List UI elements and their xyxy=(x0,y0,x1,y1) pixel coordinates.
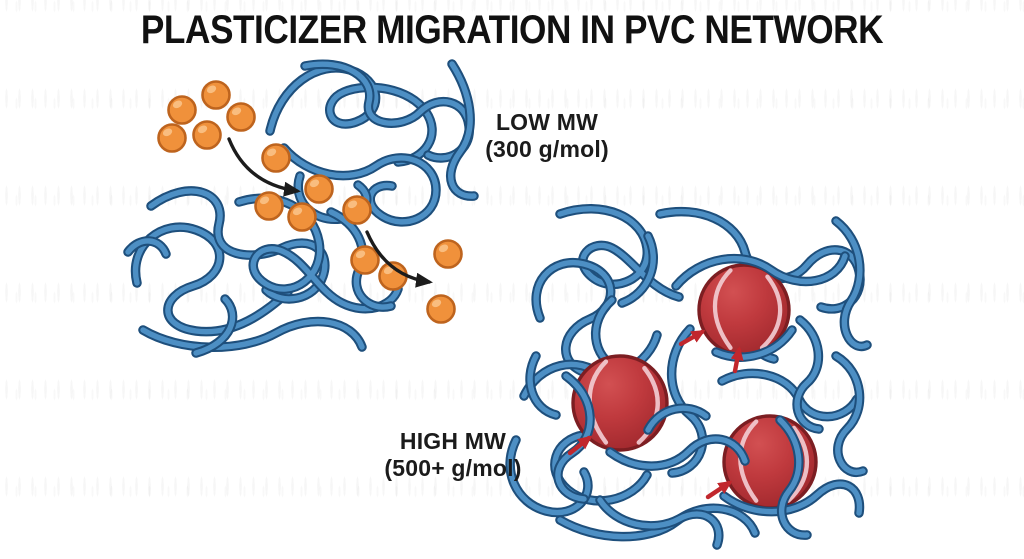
low-mw-network-chains xyxy=(123,59,479,358)
high-mw-label-line2: (500+ g/mol) xyxy=(384,455,522,481)
high-mw-label: HIGH MW (500+ g/mol) xyxy=(358,428,548,482)
page-title: PLASTICIZER MIGRATION IN PVC NETWORK xyxy=(140,8,884,52)
high-mw-network-chains-over xyxy=(525,231,865,550)
low-mw-label: LOW MW (300 g/mol) xyxy=(452,109,642,163)
high-mw-label-line1: HIGH MW xyxy=(399,428,507,454)
low-mw-plasticizer-molecules xyxy=(157,80,463,324)
trapped-arrows xyxy=(567,329,744,500)
low-mw-label-line2: (300 g/mol) xyxy=(485,136,609,162)
migration-arrows xyxy=(227,137,433,288)
low-mw-label-line1: LOW MW xyxy=(495,109,599,135)
